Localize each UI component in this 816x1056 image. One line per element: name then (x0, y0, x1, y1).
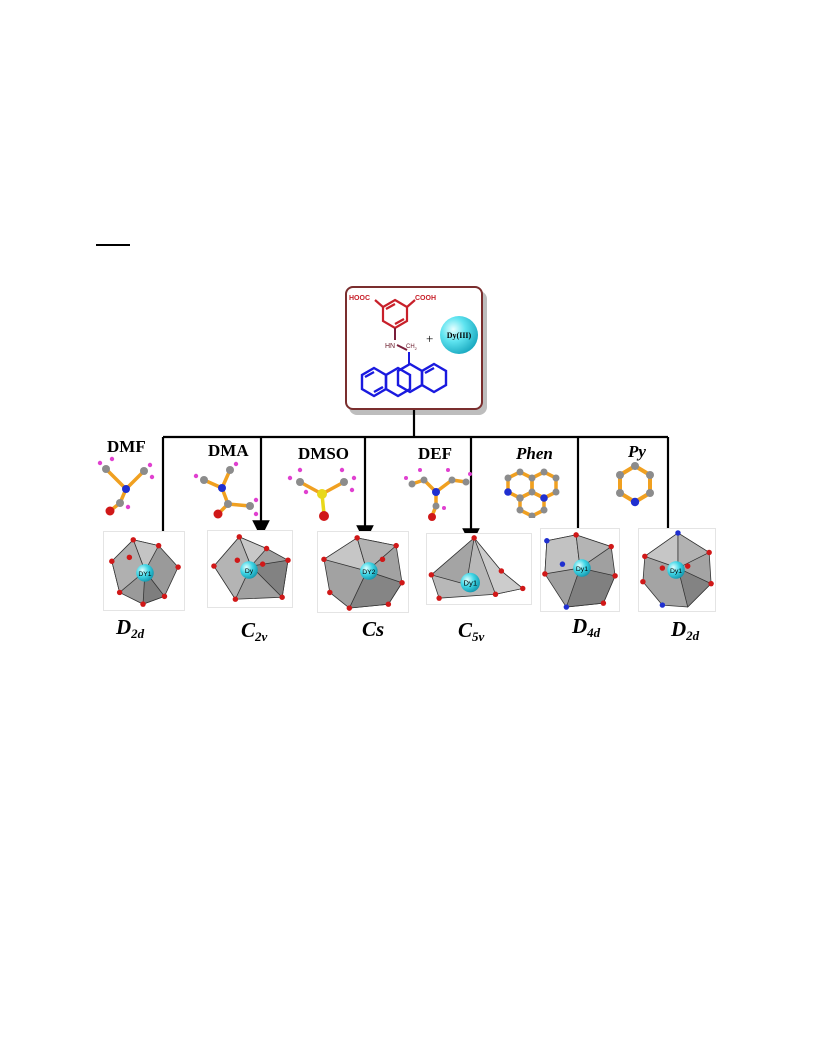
polyhedron-def: Dy1 (426, 533, 532, 605)
def-molecule (404, 468, 472, 521)
solvent-label-dmso: DMSO (298, 444, 349, 463)
branch-connectors (154, 410, 677, 557)
anthracene-rings (360, 362, 448, 398)
dy-label-dma: Dy (245, 568, 254, 575)
isophthalic-ring (374, 298, 416, 330)
dy-ion-label: Dy(III) (447, 331, 472, 340)
polyhedron-py: Dy1 (638, 528, 716, 612)
dma-molecule (193, 461, 259, 519)
py-molecule (616, 462, 654, 507)
solvent-label-dma: DMA (208, 441, 249, 460)
plus-sign: + (426, 331, 433, 346)
dmf-molecule (97, 456, 155, 516)
dy-label-py: Dy1 (670, 568, 682, 575)
solvent-label-py: Py (628, 442, 646, 461)
solvent-label-dmf: DMF (107, 437, 146, 456)
dmso-molecule (287, 467, 357, 521)
phen-molecule (504, 468, 560, 518)
symmetry-label-dma: C2v (241, 618, 268, 644)
dy-label-phen: Dy1 (576, 566, 588, 573)
methylene-bond (396, 344, 408, 351)
ch2-label: CH2 (406, 344, 418, 351)
dy-label-def: Dy1 (463, 579, 477, 588)
symmetry-label-py: D2d (671, 617, 700, 643)
solvent-label-def: DEF (418, 444, 452, 463)
section-rule (96, 244, 130, 246)
polyhedron-dma: Dy (207, 530, 293, 608)
polyhedron-dmf: DY1 (103, 531, 185, 611)
symmetry-label-def: C5v (458, 618, 485, 644)
symmetry-label-phen: D4d (572, 614, 601, 640)
hooc-label: HOOC (349, 295, 370, 302)
symmetry-label-dmf: D2d (116, 615, 145, 641)
symmetry-label-dmso: Cs (362, 617, 385, 641)
dy-label-dmf: DY1 (138, 571, 151, 578)
dy-ion-sphere (440, 316, 478, 354)
hn-label: HN (385, 343, 395, 350)
reactant-box: HOOC COOH HN CH2 + Dy(III) (345, 286, 483, 410)
polyhedron-phen: Dy1 (540, 528, 620, 612)
ligand-structure: HOOC COOH HN CH2 + Dy(III) (349, 295, 478, 398)
cooh-label: COOH (415, 295, 436, 302)
polyhedron-dmso: DY2 (317, 531, 409, 613)
solvent-label-phen: Phen (516, 444, 553, 463)
dy-label-dmso: DY2 (362, 569, 375, 576)
